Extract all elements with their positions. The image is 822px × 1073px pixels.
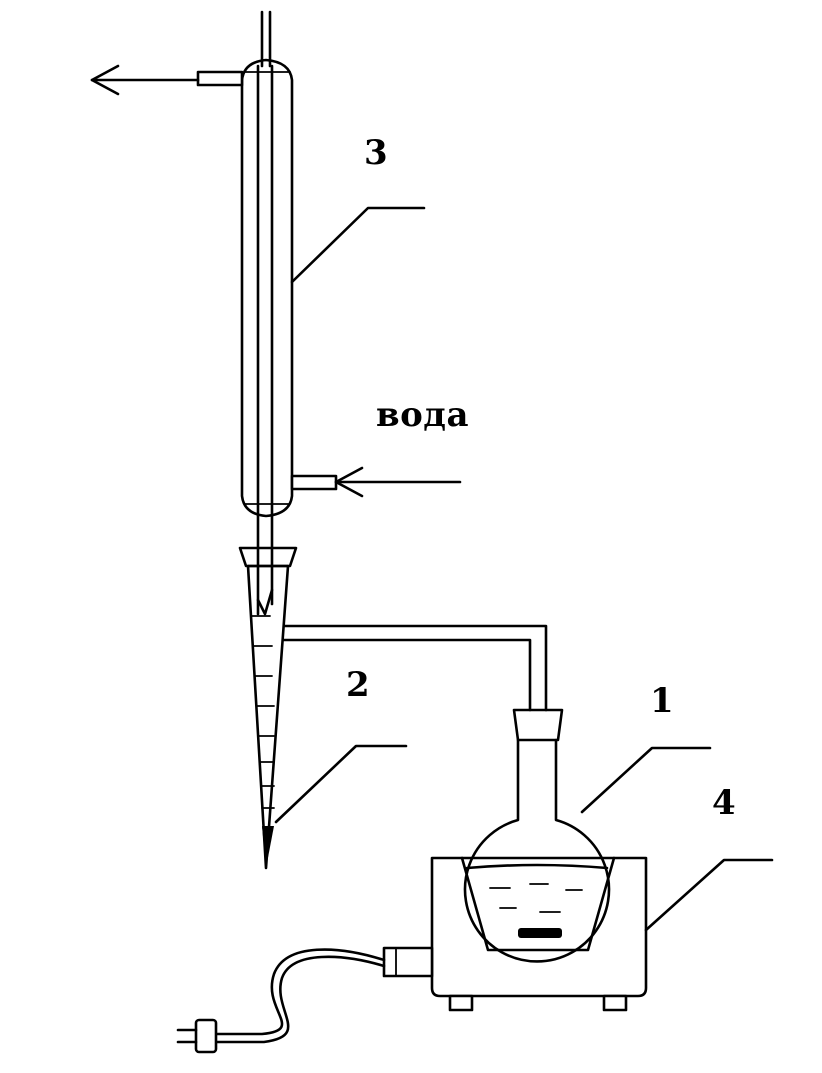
label-water: вода [376,395,469,435]
label-receiver: 2 [346,665,370,705]
flask-leader [580,746,712,814]
water-inlet [290,466,462,498]
power-cord [214,948,386,1044]
receiver [238,546,298,870]
heater [382,856,648,1012]
water-outlet [90,64,244,96]
label-heater: 4 [712,783,736,823]
condenser [240,10,294,616]
plug [176,1018,218,1054]
label-flask: 1 [650,681,674,721]
condenser-leader [290,206,426,284]
flask [463,708,611,963]
label-condenser: 3 [364,133,388,173]
vapor-tube [282,624,548,712]
receiver-leader [274,744,408,824]
heater-leader [644,858,774,932]
